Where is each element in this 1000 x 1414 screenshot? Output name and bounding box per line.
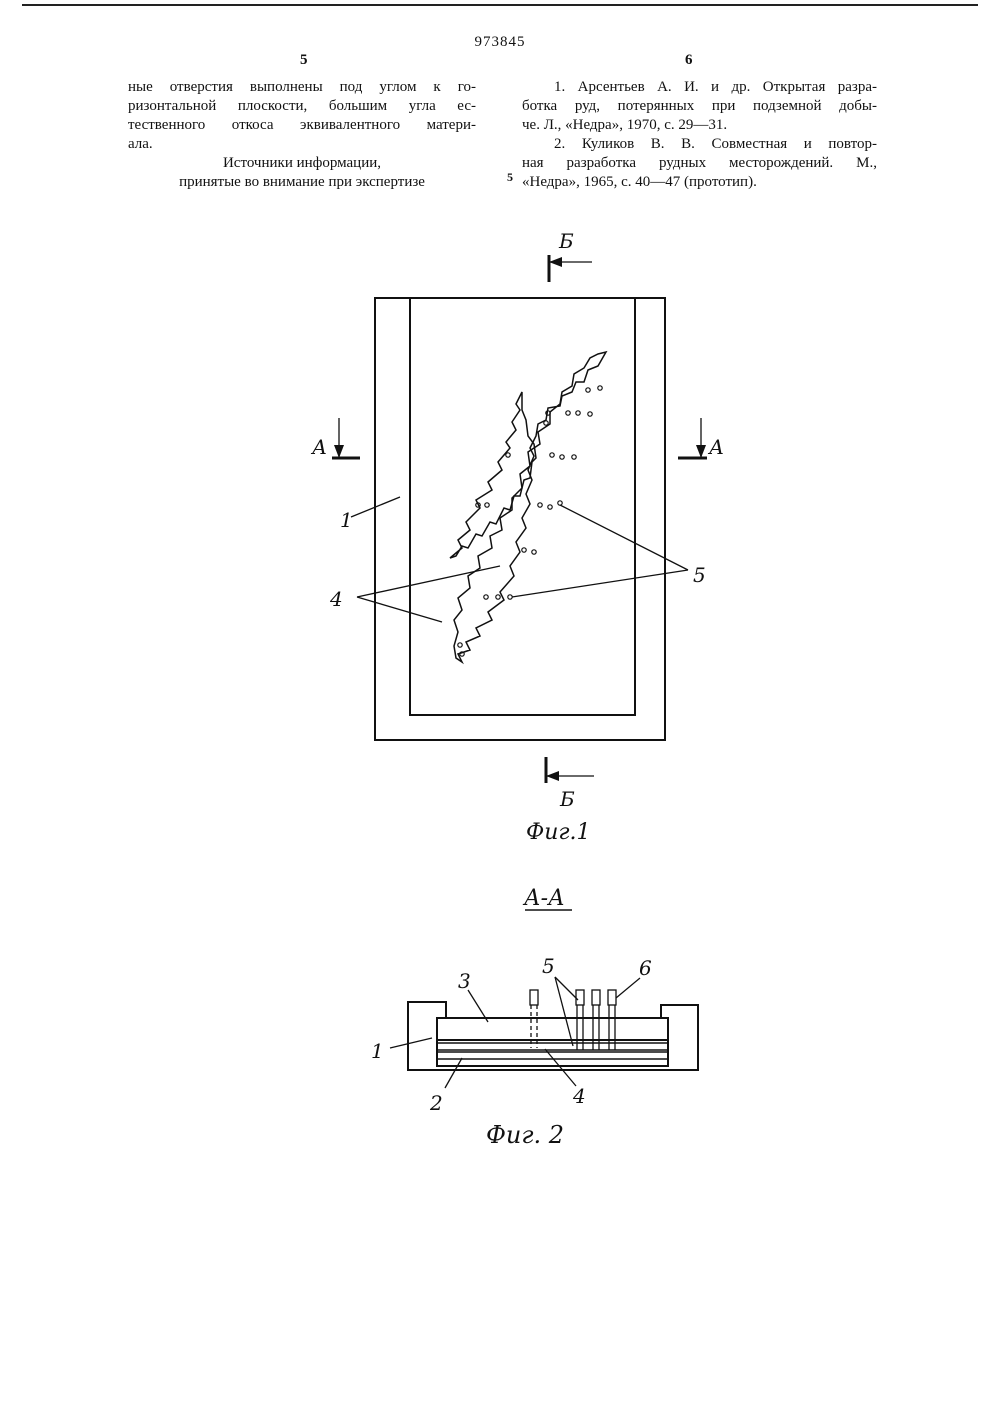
label-1: 1 (340, 508, 353, 532)
leader-f2-5b (555, 977, 573, 1046)
layer-3 (437, 1018, 668, 1040)
section-mark-a-right (678, 418, 707, 458)
label-5: 5 (693, 563, 706, 587)
figure-1-caption: Фиг.1 (526, 820, 591, 845)
label-b-top: Б (558, 229, 574, 253)
leader-f2-2 (445, 1058, 462, 1088)
f2-label-2: 2 (429, 1091, 443, 1115)
label-4: 4 (329, 587, 343, 611)
f2-label-1: 1 (371, 1039, 384, 1063)
label-a-left: А (310, 435, 327, 459)
leader-4a (357, 566, 500, 597)
leader-4b (357, 597, 442, 622)
pit-section-wall (408, 1002, 698, 1070)
pit-outer-frame (375, 298, 665, 740)
label-b-bottom: Б (559, 787, 575, 811)
section-mark-a-left (332, 418, 360, 458)
leader-f2-1 (390, 1038, 432, 1048)
f2-label-4: 4 (572, 1084, 586, 1108)
f2-label-5: 5 (542, 954, 555, 978)
leader-f2-4 (545, 1049, 576, 1086)
leader-5a (560, 505, 688, 570)
leader-f2-6 (616, 978, 640, 998)
section-mark-b-top (549, 255, 592, 282)
leader-5b (512, 570, 688, 597)
layer-4 (437, 1043, 668, 1050)
figure-2-caption: Фиг. 2 (486, 1121, 564, 1149)
label-a-right: А (707, 435, 724, 459)
section-mark-b-bottom (546, 757, 594, 783)
figure-2-section-title: А-А (522, 886, 565, 911)
f2-label-6: 6 (639, 956, 652, 980)
f2-label-3: 3 (458, 969, 471, 993)
borehole-marks (458, 386, 602, 656)
